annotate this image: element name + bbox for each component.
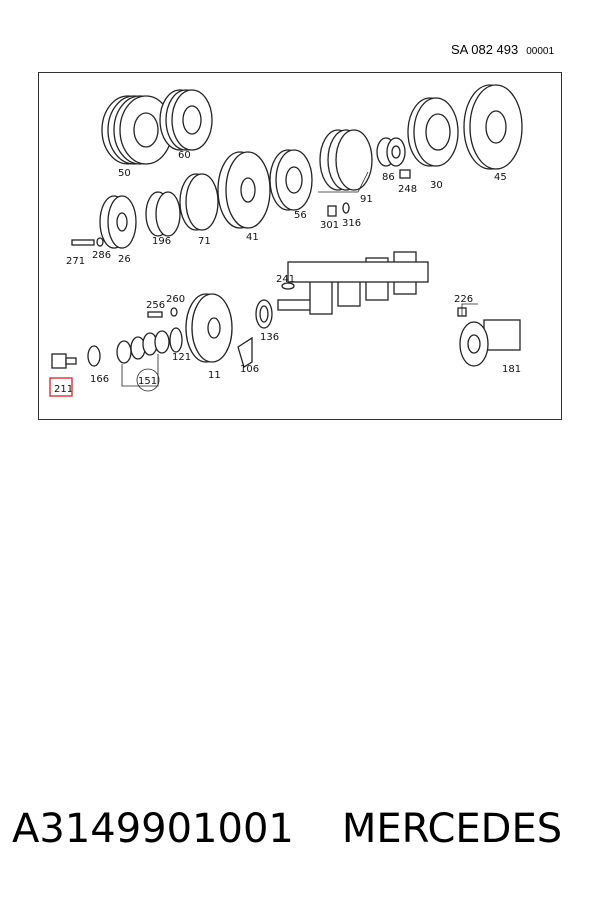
callout-316: 316 <box>342 218 361 229</box>
part-bolt-256 <box>147 311 163 318</box>
bracket-91-lines <box>318 171 369 193</box>
callout-151-circle <box>136 368 160 392</box>
part-pulley-45 <box>463 84 523 170</box>
callout-91: 91 <box>360 194 373 205</box>
leader-226 <box>461 303 478 316</box>
part-bolt-301 <box>327 205 337 217</box>
callout-71: 71 <box>198 236 211 247</box>
callout-166: 166 <box>90 374 109 385</box>
footer-caption: A3149901001 MERCEDES <box>12 806 592 862</box>
callout-256: 256 <box>146 300 165 311</box>
part-ring-121 <box>169 327 183 353</box>
part-pulley-11 <box>185 293 233 363</box>
part-ring-166 <box>87 345 101 367</box>
part-pulley-30 <box>407 97 459 167</box>
diagram-code-label: SA 082 493 <box>451 42 519 57</box>
part-crankshaft <box>277 251 429 315</box>
brand-name: MERCEDES <box>341 806 563 852</box>
callout-86: 86 <box>382 172 395 183</box>
callout-11: 11 <box>208 370 221 381</box>
part-washer-260 <box>170 307 178 317</box>
callout-121: 121 <box>172 352 191 363</box>
part-bushing-86 <box>376 137 406 167</box>
callout-151: 151 <box>138 376 157 387</box>
part-bracket-106 <box>237 336 253 369</box>
callout-301: 301 <box>320 220 339 231</box>
callout-286: 286 <box>92 250 111 261</box>
part-washer-316 <box>342 202 350 214</box>
callout-241: 241 <box>276 274 295 285</box>
part-number: A3149901001 <box>12 806 294 852</box>
part-pulley-60 <box>159 89 213 151</box>
part-bolt-248 <box>399 169 411 179</box>
part-washer-286 <box>96 237 104 247</box>
callout-30: 30 <box>430 180 443 191</box>
callout-136: 136 <box>260 332 279 343</box>
callout-50: 50 <box>118 168 131 179</box>
callout-271: 271 <box>66 256 85 267</box>
part-bolt-271 <box>71 239 95 246</box>
part-pulley-91 <box>319 129 373 191</box>
callout-211: 211 <box>54 384 73 395</box>
callout-248: 248 <box>398 184 417 195</box>
callout-181: 181 <box>502 364 521 375</box>
part-seal-136 <box>255 299 273 329</box>
part-hub-196 <box>145 191 181 237</box>
callout-45: 45 <box>494 172 507 183</box>
diagram-code: SA 082 493 00001 <box>451 42 554 57</box>
callout-226: 226 <box>454 294 473 305</box>
part-pulley-41 <box>217 151 271 229</box>
part-pulley-26 <box>99 195 137 249</box>
highlight-box-211 <box>49 377 73 397</box>
part-rings-151 <box>116 330 170 364</box>
callout-196: 196 <box>152 236 171 247</box>
diagram-frame <box>38 72 562 420</box>
callout-labels: 50 60 86 248 30 45 91 56 301 316 196 71 … <box>54 150 521 395</box>
callout-leader-lines <box>121 171 478 392</box>
callout-41: 41 <box>246 232 259 243</box>
callout-56: 56 <box>294 210 307 221</box>
callout-106: 106 <box>240 364 259 375</box>
exploded-parts-diagram: 50 60 86 248 30 45 91 56 301 316 196 71 … <box>49 84 523 397</box>
part-key-241 <box>281 282 295 290</box>
bracket-151-lines <box>121 354 159 387</box>
part-bolt-211 <box>51 353 77 369</box>
part-housing-181 <box>459 319 521 367</box>
callout-26: 26 <box>118 254 131 265</box>
part-hub-56 <box>269 149 313 211</box>
diagram-sheet-number: 00001 <box>526 46 555 57</box>
callout-60: 60 <box>178 150 191 161</box>
part-flange-71 <box>179 173 219 231</box>
callout-260: 260 <box>166 294 185 305</box>
